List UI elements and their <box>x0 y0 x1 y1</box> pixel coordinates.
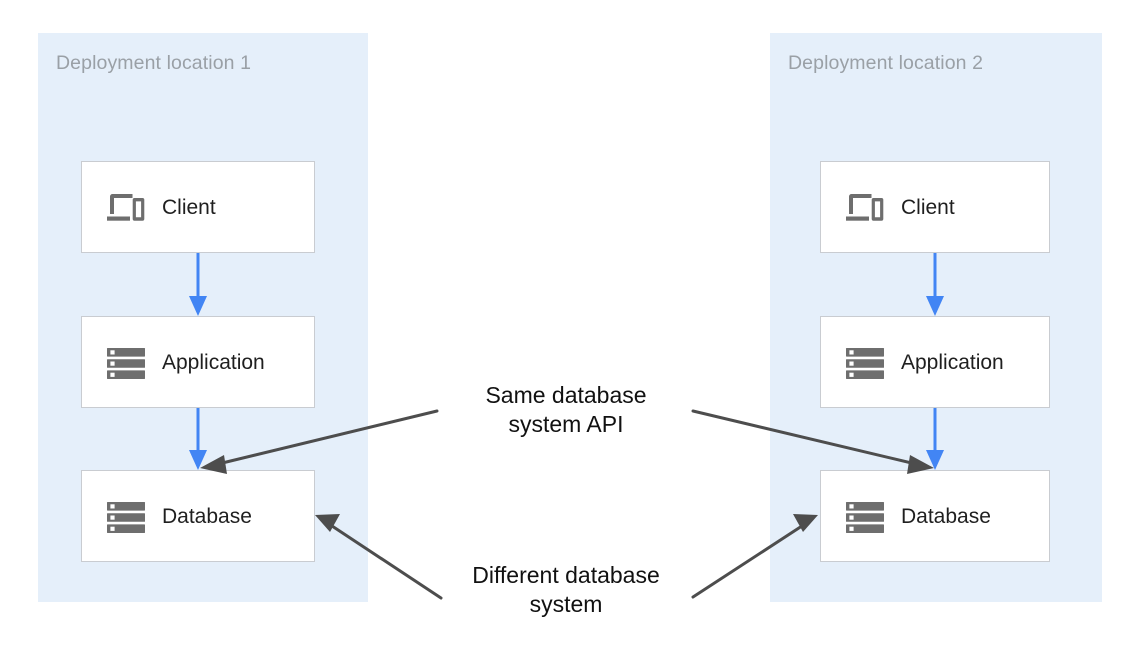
devices-icon <box>104 185 148 229</box>
node-application-2-label: Application <box>901 350 1004 374</box>
deployment-location-2-title: Deployment location 2 <box>788 52 984 74</box>
server-icon <box>104 340 148 384</box>
node-application-2[interactable]: Application <box>820 316 1050 408</box>
node-database-1[interactable]: Database <box>81 470 315 562</box>
node-database-2[interactable]: Database <box>820 470 1050 562</box>
node-database-1-label: Database <box>162 504 252 528</box>
node-application-1-label: Application <box>162 350 265 374</box>
deployment-location-1-title: Deployment location 1 <box>56 52 252 74</box>
node-database-2-label: Database <box>901 504 991 528</box>
node-client-1-label: Client <box>162 195 216 219</box>
node-client-2-label: Client <box>901 195 955 219</box>
server-icon <box>843 340 887 384</box>
annotation-different-database-system: Different database system <box>472 562 660 618</box>
node-client-1[interactable]: Client <box>81 161 315 253</box>
node-client-2[interactable]: Client <box>820 161 1050 253</box>
server-icon <box>843 494 887 538</box>
devices-icon <box>843 185 887 229</box>
node-application-1[interactable]: Application <box>81 316 315 408</box>
server-icon <box>104 494 148 538</box>
annotation-same-database-system-api: Same database system API <box>485 382 647 438</box>
